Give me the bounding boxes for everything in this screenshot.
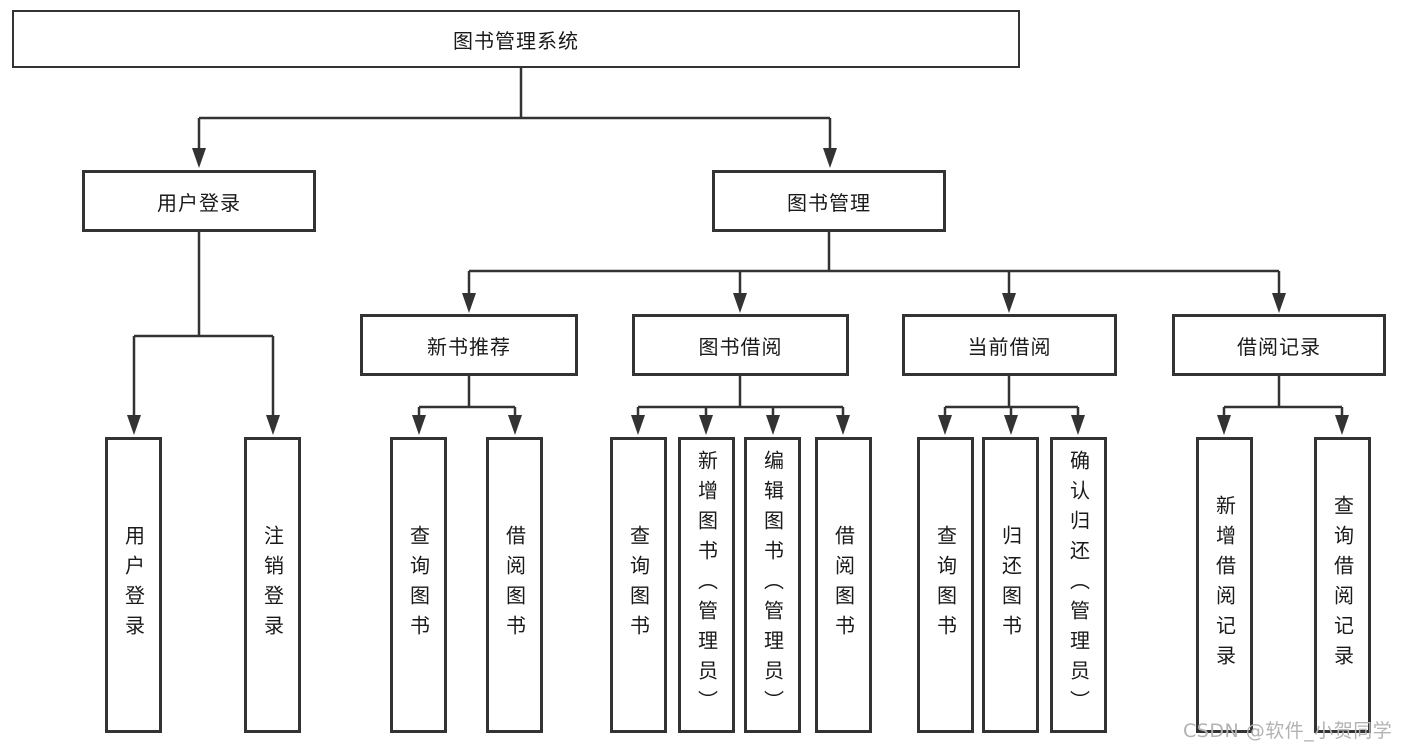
leaf-user-login: 用户登录 bbox=[105, 437, 162, 733]
leaf-logout-login: 注销登录 bbox=[244, 437, 301, 733]
node-user-login: 用户登录 bbox=[82, 170, 316, 232]
leaf-query-book-recommend: 查询图书 bbox=[390, 437, 447, 733]
leaf-borrow-book: 借阅图书 bbox=[815, 437, 872, 733]
node-label: 确认归还（管理员） bbox=[1066, 450, 1091, 720]
node-label: 图书借阅 bbox=[698, 334, 783, 359]
node-root-library-system: 图书管理系统 bbox=[12, 10, 1020, 68]
node-label: 编辑图书（管理员） bbox=[760, 450, 785, 720]
node-label: 借阅图书 bbox=[831, 525, 856, 645]
node-label: 查询图书 bbox=[933, 525, 958, 645]
leaf-query-borrow-record: 查询借阅记录 bbox=[1314, 437, 1371, 733]
leaf-query-book-current: 查询图书 bbox=[917, 437, 974, 733]
leaf-add-book-admin: 新增图书（管理员） bbox=[678, 437, 735, 733]
leaf-edit-book-admin: 编辑图书（管理员） bbox=[744, 437, 801, 733]
node-label: 新增图书（管理员） bbox=[694, 450, 719, 720]
node-label: 新书推荐 bbox=[427, 334, 511, 359]
node-label: 注销登录 bbox=[260, 525, 285, 645]
node-label: 图书管理系统 bbox=[453, 28, 579, 53]
leaf-query-book-borrow: 查询图书 bbox=[610, 437, 667, 733]
node-label: 当前借阅 bbox=[967, 334, 1052, 359]
leaf-borrow-book-recommend: 借阅图书 bbox=[486, 437, 543, 733]
node-current-borrow: 当前借阅 bbox=[902, 314, 1117, 376]
node-book-borrow: 图书借阅 bbox=[632, 314, 849, 376]
leaf-confirm-return-admin: 确认归还（管理员） bbox=[1050, 437, 1107, 733]
node-label: 新增借阅记录 bbox=[1212, 495, 1237, 675]
leaf-return-book: 归还图书 bbox=[982, 437, 1039, 733]
node-label: 用户登录 bbox=[157, 190, 241, 215]
node-label: 图书管理 bbox=[787, 190, 871, 215]
node-label: 查询图书 bbox=[406, 525, 431, 645]
csdn-watermark: CSDN @软件_小贺同学 bbox=[1183, 720, 1393, 742]
node-label: 借阅记录 bbox=[1237, 334, 1321, 359]
node-borrow-records: 借阅记录 bbox=[1172, 314, 1386, 376]
node-new-book-recommend: 新书推荐 bbox=[360, 314, 578, 376]
node-book-management: 图书管理 bbox=[712, 170, 946, 232]
node-label: 查询借阅记录 bbox=[1330, 495, 1355, 675]
node-label: 用户登录 bbox=[121, 525, 146, 645]
node-label: 借阅图书 bbox=[502, 525, 527, 645]
node-label: 查询图书 bbox=[626, 525, 651, 645]
leaf-add-borrow-record: 新增借阅记录 bbox=[1196, 437, 1253, 733]
node-label: 归还图书 bbox=[998, 525, 1023, 645]
